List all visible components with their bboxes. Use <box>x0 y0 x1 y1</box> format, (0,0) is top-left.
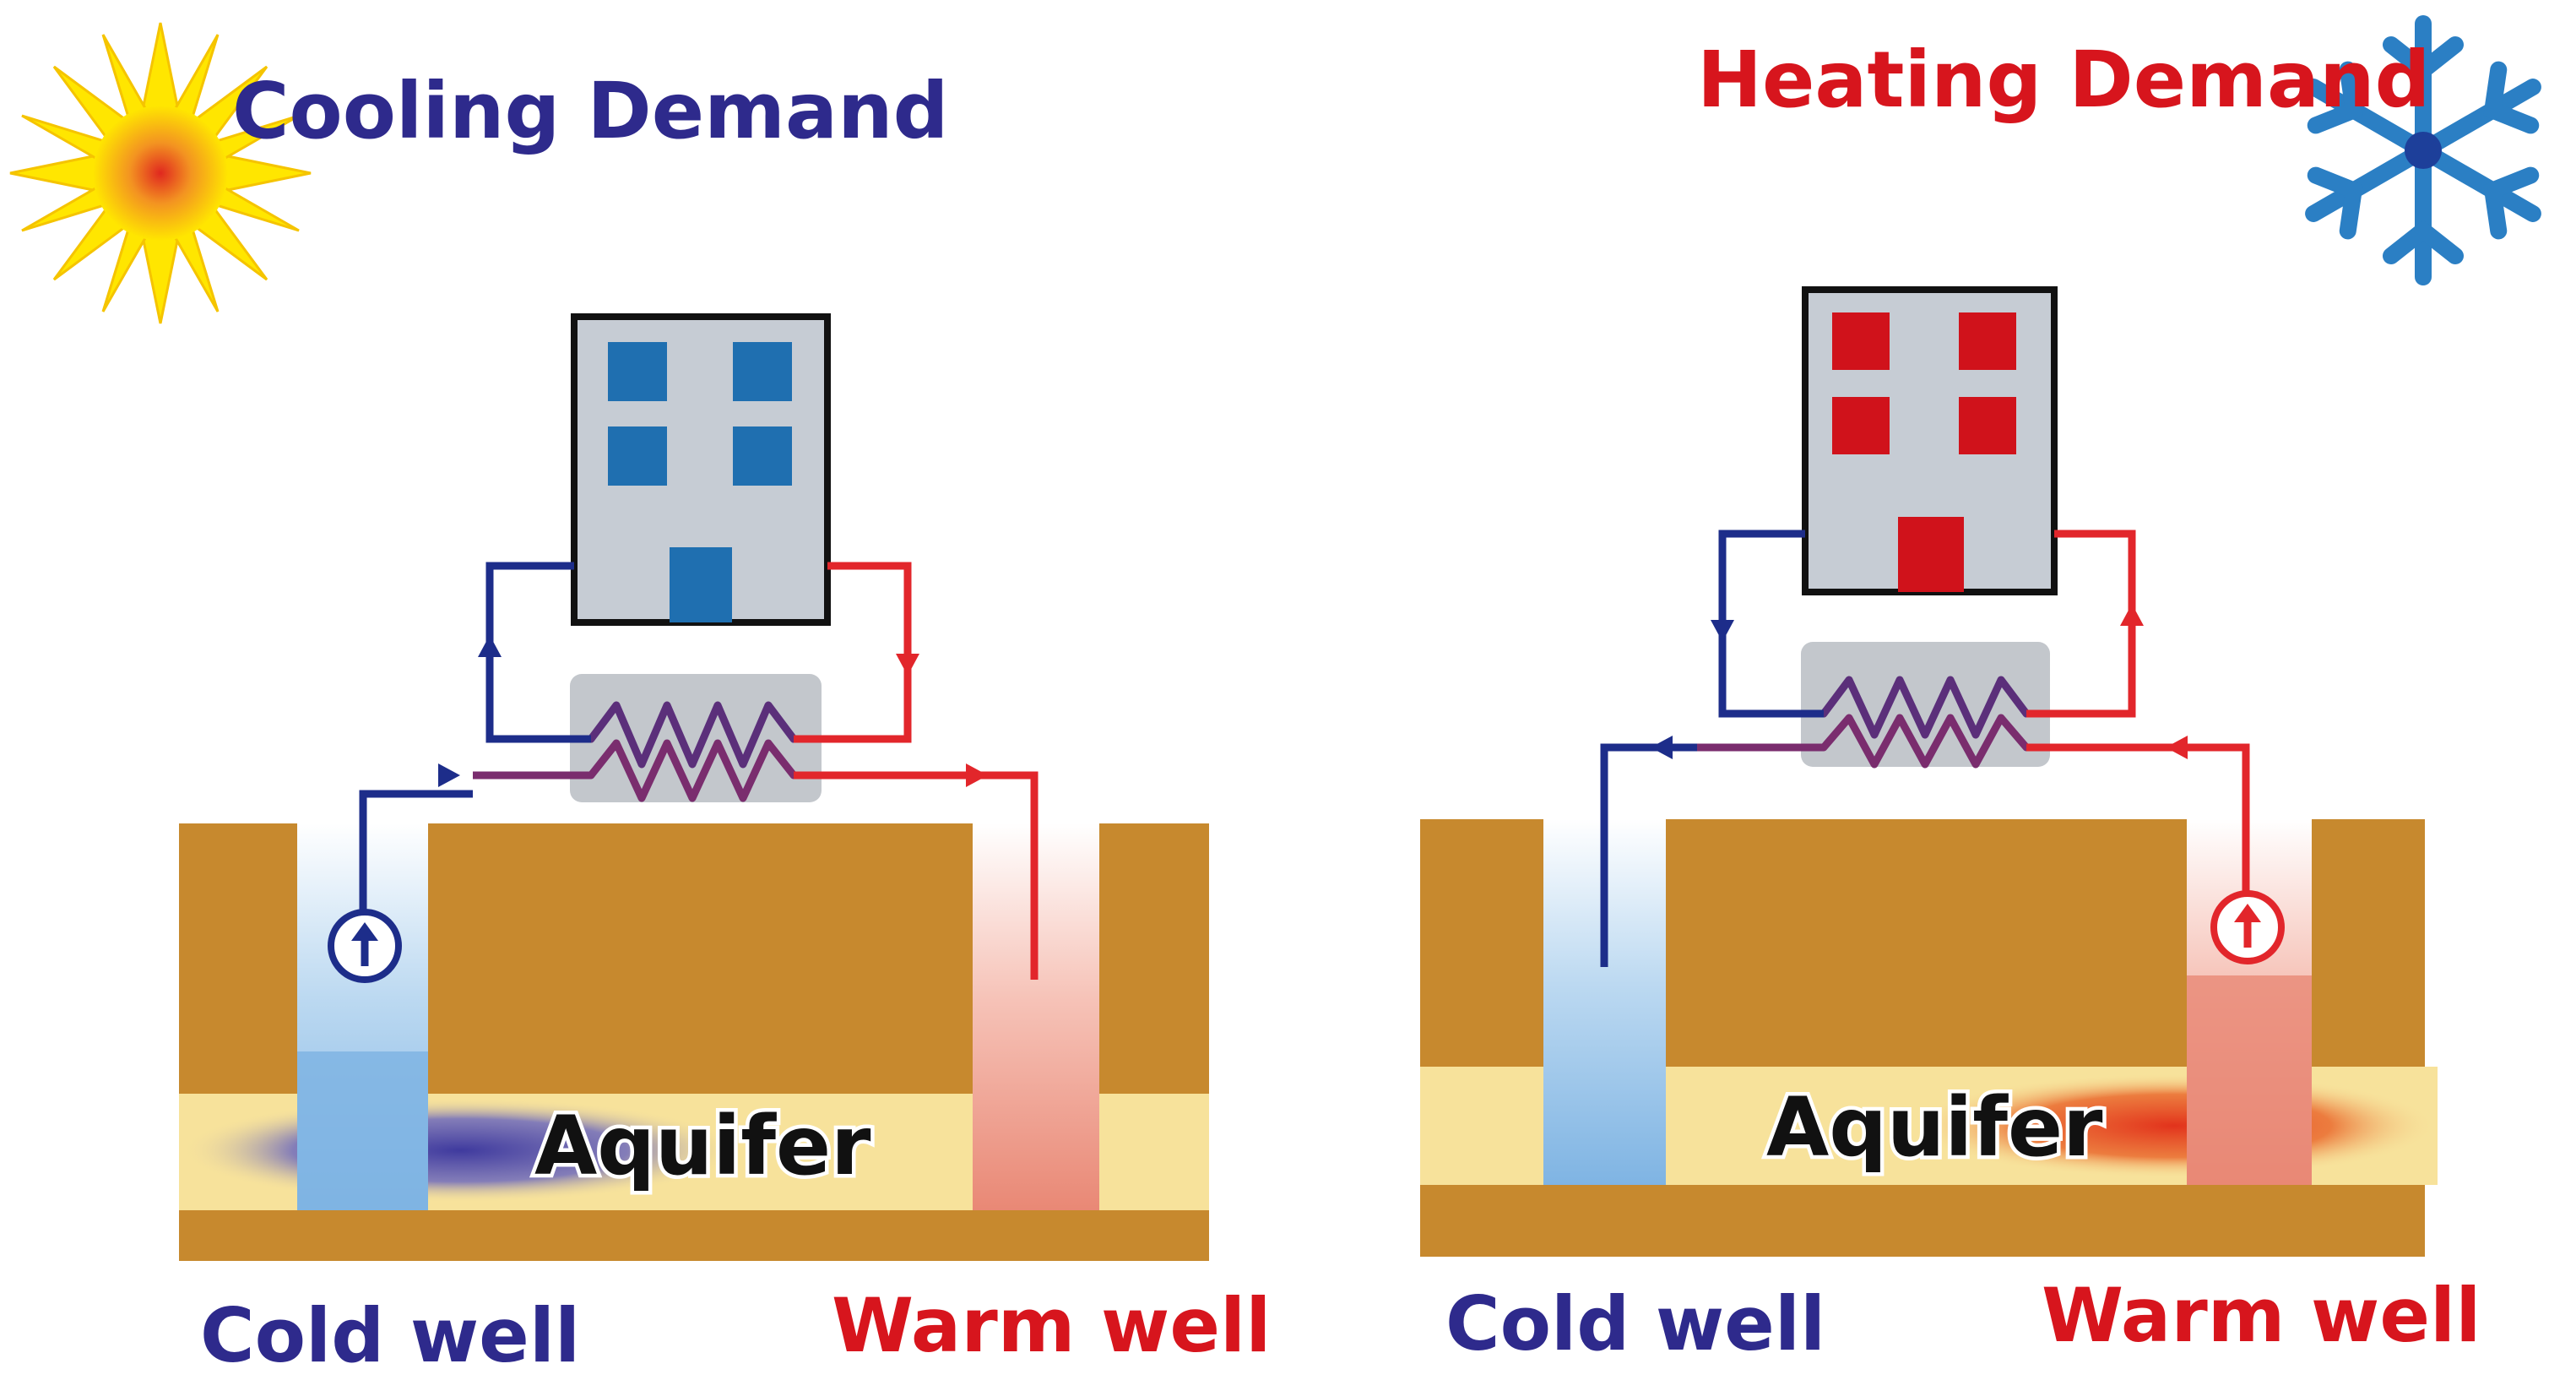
exchanger-coil <box>473 701 979 802</box>
sun-icon <box>9 22 312 324</box>
aquifer-label: Aquifer <box>1766 1080 2103 1175</box>
arrow-right-icon <box>438 763 460 787</box>
aquifer-label: Aquifer <box>534 1099 871 1193</box>
heating-panel: Heating Demand <box>1420 15 2541 1367</box>
building-door <box>1898 517 1964 592</box>
warm-well-label: Warm well <box>832 1282 1271 1369</box>
heat-exchanger <box>1801 642 2050 767</box>
building-window <box>608 342 667 401</box>
building-window <box>733 342 792 401</box>
building-cooling <box>571 313 831 626</box>
heating-title: Heating Demand <box>1697 35 2430 125</box>
building-window <box>733 426 792 486</box>
exchanger-coil <box>1680 676 2237 769</box>
cold-well <box>297 823 428 1210</box>
pump-icon <box>2210 890 2285 964</box>
cold-well-label: Cold well <box>1445 1280 1825 1367</box>
building-heating <box>1802 286 2058 595</box>
cooling-title: Cooling Demand <box>232 66 948 156</box>
arrow-down-icon <box>1711 620 1734 642</box>
building-door <box>670 547 732 622</box>
building-window <box>1832 312 1890 370</box>
arrow-left-icon <box>1651 736 1673 759</box>
building-window <box>1959 312 2016 370</box>
snowflake-icon <box>2305 15 2541 285</box>
building-window <box>1832 397 1890 454</box>
cooling-panel: Cooling Demand <box>9 22 1271 1379</box>
warm-well-label: Warm well <box>2042 1272 2481 1359</box>
arrow-down-icon <box>896 654 919 676</box>
arrow-up-icon <box>478 635 502 657</box>
cold-well-label: Cold well <box>200 1292 580 1379</box>
arrow-left-icon <box>2166 736 2188 759</box>
arrow-up-icon <box>2120 604 2144 626</box>
building-window <box>608 426 667 486</box>
well-loop <box>359 771 1039 980</box>
pump-icon <box>328 909 402 983</box>
arrow-right-icon <box>966 763 988 787</box>
building-window <box>1959 397 2016 454</box>
